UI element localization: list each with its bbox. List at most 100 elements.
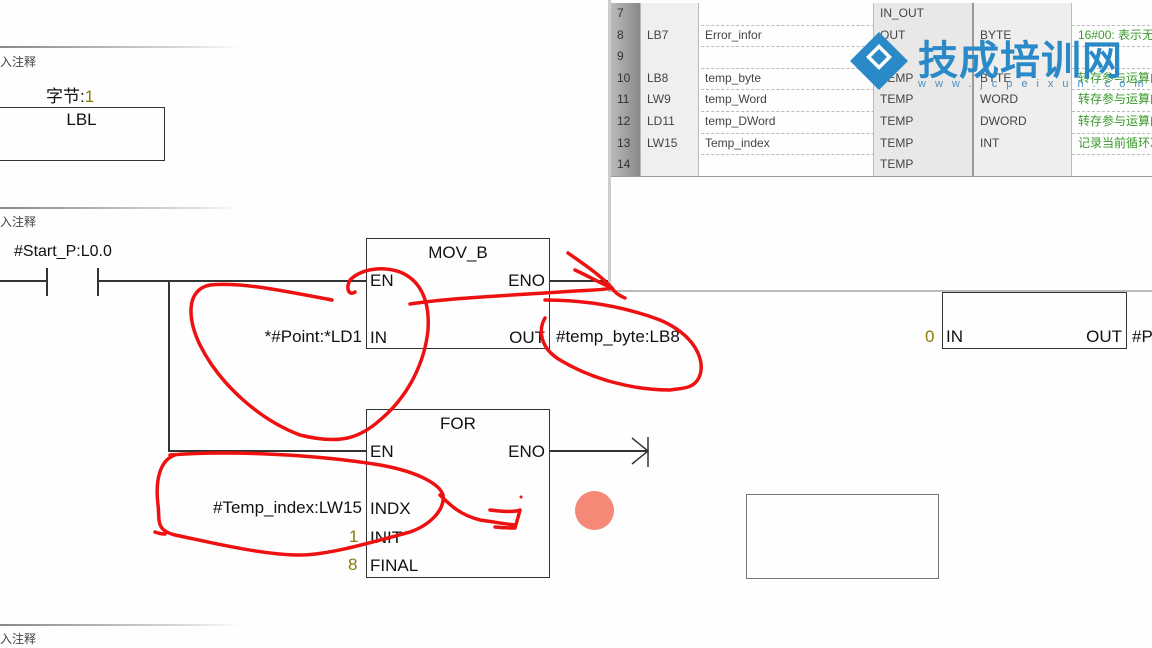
data-type-cell[interactable] [974, 3, 1072, 25]
lbl-box[interactable]: LBL [0, 107, 165, 161]
right-box-out-operand[interactable]: #P [1132, 327, 1152, 346]
for-indx-pin: INDX [370, 499, 411, 518]
watermark-text: 技成培训网 [918, 39, 1123, 83]
table-row[interactable]: 8 LB7 Error_infor OUT BYTE 16#00: 表示无 [611, 24, 1152, 48]
coil-end-icon [631, 437, 650, 467]
for-en-pin: EN [370, 442, 394, 461]
for-final-value[interactable]: 8 [348, 555, 358, 574]
row-number: 8 [611, 24, 641, 47]
network-3-separator [0, 624, 240, 626]
address-cell [641, 154, 699, 176]
mov-out-pin: OUT [509, 328, 545, 347]
data-type-cell[interactable] [974, 154, 1072, 176]
power-rail-wire [0, 280, 46, 282]
for-title: FOR [440, 414, 476, 433]
contact-label: #Start_P:L0.0 [14, 243, 112, 260]
var-type-cell[interactable]: TEMP [874, 132, 974, 155]
comment-cell[interactable]: 记录当前循环次 [1072, 133, 1152, 155]
symbol-cell[interactable]: temp_DWord [699, 111, 874, 133]
var-type-cell[interactable]: TEMP [874, 154, 974, 176]
comment-cell[interactable]: 转存参与运算的 [1072, 68, 1152, 90]
row-number: 10 [611, 67, 641, 90]
network-1-separator [0, 46, 240, 48]
table-row[interactable]: 14 TEMP [611, 154, 1152, 177]
var-type-cell[interactable]: IN_OUT [874, 3, 974, 25]
for-final-pin: FINAL [370, 556, 419, 575]
table-row[interactable]: 13 LW15 Temp_index TEMP INT 记录当前循环次 [611, 132, 1152, 156]
annotation-arrow-indx [438, 493, 522, 530]
address-cell [641, 3, 699, 25]
annotation-loop-in [189, 267, 430, 442]
symbol-cell[interactable]: Temp_index [699, 132, 874, 155]
rung-wire-to-for [168, 450, 367, 452]
network-2-comment[interactable]: 入注释 [0, 215, 37, 229]
annotation-arrowhead-eno [566, 251, 627, 300]
right-box-in-pin: IN [946, 327, 963, 346]
annotation-loop-indx [153, 451, 445, 557]
var-type-cell[interactable]: OUT [874, 24, 974, 47]
watermark-logo-icon [850, 32, 908, 90]
mov-eno-pin: ENO [508, 271, 545, 290]
annotation-arrow-eno [408, 286, 614, 306]
data-type-cell[interactable] [974, 46, 1072, 68]
cursor-indicator [575, 491, 614, 530]
mov-eno-wire [550, 280, 608, 282]
address-cell: LD11 [641, 111, 699, 133]
lbl-box-title: LBL [66, 110, 97, 129]
address-cell: LB8 [641, 67, 699, 90]
mov-in-pin: IN [370, 328, 387, 347]
mov-in-operand[interactable]: *#Point:*LD1 [264, 327, 362, 346]
mov-b-title: MOV_B [428, 243, 488, 262]
comment-cell[interactable]: 转存参与运算的 [1072, 89, 1152, 111]
var-type-cell[interactable]: TEMP [874, 111, 974, 133]
data-type-cell[interactable]: BYTE [974, 67, 1072, 90]
symbol-cell[interactable]: temp_Word [699, 89, 874, 111]
table-row[interactable]: 12 LD11 temp_DWord TEMP DWORD 转存参与运算的 [611, 111, 1152, 134]
data-type-cell[interactable]: INT [974, 132, 1072, 155]
branch-vertical-wire [168, 280, 170, 451]
row-number: 7 [611, 3, 641, 25]
byte-label: 字节:1 [46, 82, 94, 107]
watermark-url: www.jcpeixun.com [918, 78, 1152, 90]
table-row[interactable]: 7 IN_OUT [611, 3, 1152, 26]
data-type-cell[interactable]: BYTE [974, 24, 1072, 47]
row-number: 12 [611, 111, 641, 133]
symbol-cell[interactable] [699, 154, 874, 176]
data-type-cell[interactable]: WORD [974, 89, 1072, 111]
contact-right-bar[interactable] [97, 268, 99, 296]
rung-wire-to-mov [97, 280, 367, 282]
network-2-separator [0, 207, 240, 209]
address-cell [641, 46, 699, 68]
address-cell: LW15 [641, 132, 699, 155]
comment-cell[interactable]: 转存参与运算的 [1072, 111, 1152, 133]
panel-splitter[interactable] [608, 290, 1152, 292]
empty-box[interactable] [746, 494, 939, 579]
table-empty-area [608, 182, 1152, 290]
var-type-cell[interactable]: TEMP [874, 89, 974, 111]
mov-en-pin: EN [370, 271, 394, 290]
row-number: 13 [611, 132, 641, 155]
mov-out-operand[interactable]: #temp_byte:LB8 [556, 327, 680, 346]
annotation-loop-out [539, 298, 703, 392]
right-box-out-pin: OUT [1086, 327, 1122, 346]
variable-table[interactable]: 7 IN_OUT 8 LB7 Error_infor OUT BYTE 16#0… [608, 0, 1152, 182]
network-1-comment[interactable]: 入注释 [0, 55, 37, 69]
row-number: 14 [611, 154, 641, 176]
data-type-cell[interactable]: DWORD [974, 111, 1072, 133]
annotation-dot [519, 495, 523, 499]
right-box-in-value[interactable]: 0 [925, 327, 935, 346]
symbol-cell[interactable] [699, 3, 874, 25]
symbol-cell[interactable]: Error_infor [699, 24, 874, 47]
right-move-box[interactable]: IN OUT [942, 292, 1127, 349]
contact-left-bar[interactable] [46, 268, 48, 296]
network-3-comment[interactable]: 入注释 [0, 632, 37, 646]
byte-value: 1 [84, 87, 95, 106]
for-eno-wire [550, 450, 648, 452]
for-eno-pin: ENO [508, 442, 545, 461]
for-indx-operand[interactable]: #Temp_index:LW15 [213, 498, 362, 517]
for-box[interactable]: FOR EN ENO INDX INIT FINAL [366, 409, 550, 578]
for-init-value[interactable]: 1 [349, 527, 359, 546]
byte-label-text: 字节: [46, 87, 85, 106]
comment-cell[interactable]: 16#00: 表示无 [1072, 25, 1152, 47]
